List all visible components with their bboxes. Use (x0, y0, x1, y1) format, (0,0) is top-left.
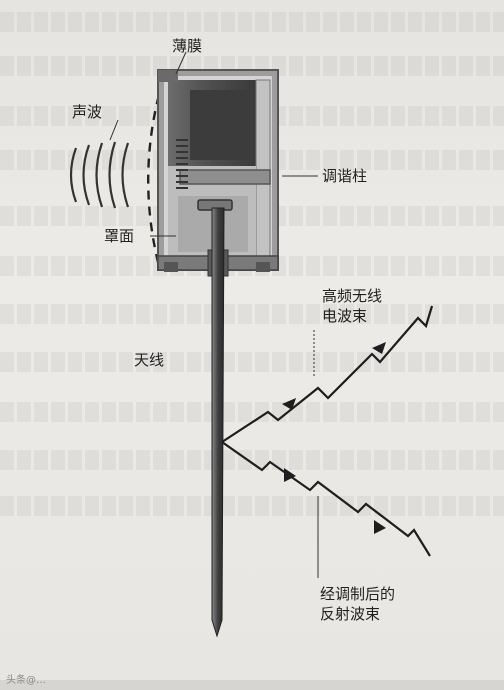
background-text-row (0, 304, 504, 324)
label-hf-beam-line2: 电波束 (322, 307, 368, 325)
background-text-row (0, 450, 504, 470)
label-sound-wave: 声波 (72, 103, 103, 121)
sound-wave-arc (69, 147, 78, 203)
background-text-row (0, 402, 504, 422)
sound-wave-arc (108, 141, 117, 209)
background-text-row (0, 56, 504, 76)
label-reflected-beam: 经调制后的 反射波束 (320, 584, 410, 624)
sound-wave-arc (121, 142, 130, 208)
tuning-post (179, 169, 271, 185)
watermark: 头条@… (6, 675, 46, 686)
label-hf-beam: 高频无线 电波束 (322, 286, 412, 326)
label-reflected-beam-line1: 经调制后的 (320, 585, 396, 603)
label-film: 薄膜 (172, 37, 203, 55)
leader-line-film (175, 51, 187, 75)
bottom-strip (0, 680, 504, 690)
label-reflected-beam-line2: 反射波束 (320, 605, 381, 623)
background-text-row (0, 496, 504, 516)
sound-wave-arc (95, 142, 104, 208)
leader-line-sound-wave (109, 119, 119, 141)
background-text-row (0, 352, 504, 372)
sound-wave-arcs (69, 141, 130, 209)
background-text-row (0, 12, 504, 32)
label-antenna: 天线 (134, 351, 165, 369)
label-tuning-post: 调谐柱 (322, 167, 368, 185)
incoming-hf-beam (221, 305, 434, 443)
antenna-rod (211, 207, 225, 638)
sound-wave-arc (82, 144, 91, 206)
reflected-beam (221, 441, 431, 557)
label-hf-beam-line1: 高频无线 (322, 287, 383, 305)
label-cover: 罩面 (104, 227, 135, 245)
